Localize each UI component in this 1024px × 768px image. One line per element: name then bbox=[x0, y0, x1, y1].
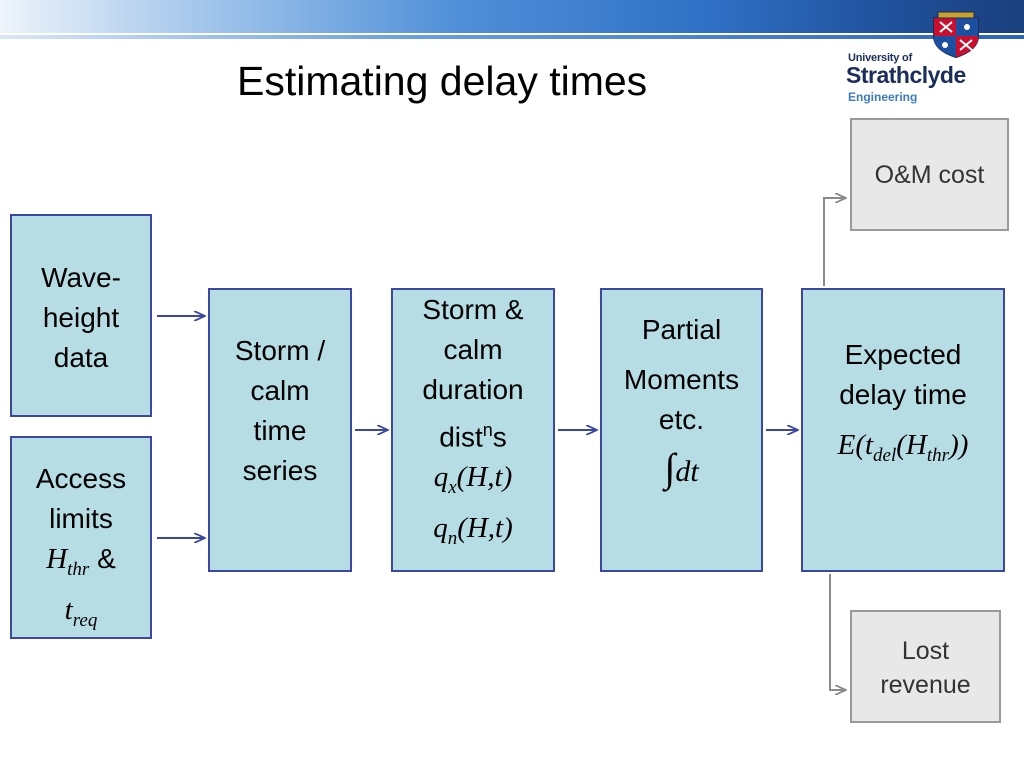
moments-line1: Partial bbox=[641, 314, 722, 345]
dist-line3: duration bbox=[422, 374, 524, 405]
box-om-cost: O&M cost bbox=[850, 118, 1009, 231]
box-partial-moments: Partial Moments etc. ∫dt bbox=[600, 288, 763, 572]
access-line3: Hthr & bbox=[12, 539, 150, 590]
integral-dt: ∫dt bbox=[602, 444, 761, 491]
wave-line3: data bbox=[53, 342, 109, 373]
qx-formula: qx(H,t) bbox=[433, 461, 513, 499]
om-cost-label: O&M cost bbox=[874, 161, 985, 189]
header-rule bbox=[0, 35, 1024, 39]
qn-formula: qn(H,t) bbox=[433, 512, 513, 549]
series-line2: calm bbox=[250, 375, 310, 406]
crest-icon bbox=[933, 11, 979, 58]
expected-formula: E(tdel(Hthr)) bbox=[837, 429, 969, 466]
t-req-symbol: treq bbox=[64, 593, 98, 631]
access-line1: Access bbox=[35, 463, 127, 494]
wave-line2: height bbox=[42, 302, 120, 333]
expected-line1: Expected bbox=[844, 339, 962, 370]
dist-line2: calm bbox=[443, 334, 503, 365]
box-storm-calm-time-series: Storm / calm time series bbox=[208, 288, 352, 572]
access-line2: limits bbox=[49, 503, 113, 534]
series-line1: Storm / bbox=[234, 335, 326, 366]
integral-sign: ∫ bbox=[664, 445, 676, 490]
series-line3: time bbox=[253, 415, 307, 446]
box-lost-revenue: Lost revenue bbox=[850, 610, 1001, 723]
lost-line2: revenue bbox=[880, 671, 971, 699]
h-thr-symbol: Hthr bbox=[46, 543, 90, 580]
dist-line1: Storm & bbox=[422, 294, 524, 325]
box-expected-delay-time: Expected delay time E(tdel(Hthr)) bbox=[801, 288, 1005, 572]
expected-line2: delay time bbox=[839, 379, 967, 410]
slide-title: Estimating delay times bbox=[237, 58, 648, 104]
logo-university-of: University of bbox=[848, 52, 913, 64]
lost-line1: Lost bbox=[901, 637, 950, 665]
header-band bbox=[0, 0, 1024, 33]
arrow-expected-to-lost-revenue bbox=[829, 574, 846, 690]
logo-engineering: Engineering bbox=[848, 90, 918, 104]
series-line4: series bbox=[242, 455, 318, 486]
moments-line2: Moments bbox=[623, 364, 740, 395]
box-access-limits: Access limits Hthr & treq bbox=[10, 436, 152, 639]
dist-line4: distns bbox=[439, 420, 507, 453]
box-wave-height-data: Wave- height data bbox=[10, 214, 152, 417]
logo-strathclyde: Strathclyde bbox=[846, 62, 966, 88]
ampersand: & bbox=[97, 543, 116, 574]
arrow-expected-to-om-cost bbox=[823, 198, 846, 286]
moments-line3: etc. bbox=[658, 404, 705, 435]
dt-symbol: dt bbox=[675, 455, 699, 488]
access-line4: treq bbox=[12, 590, 150, 641]
university-logo: University of Strathclyde Engineering bbox=[840, 10, 990, 110]
box-duration-distributions: Storm & calm duration distns qx(H,t) qn(… bbox=[391, 288, 555, 572]
wave-line1: Wave- bbox=[41, 262, 121, 293]
